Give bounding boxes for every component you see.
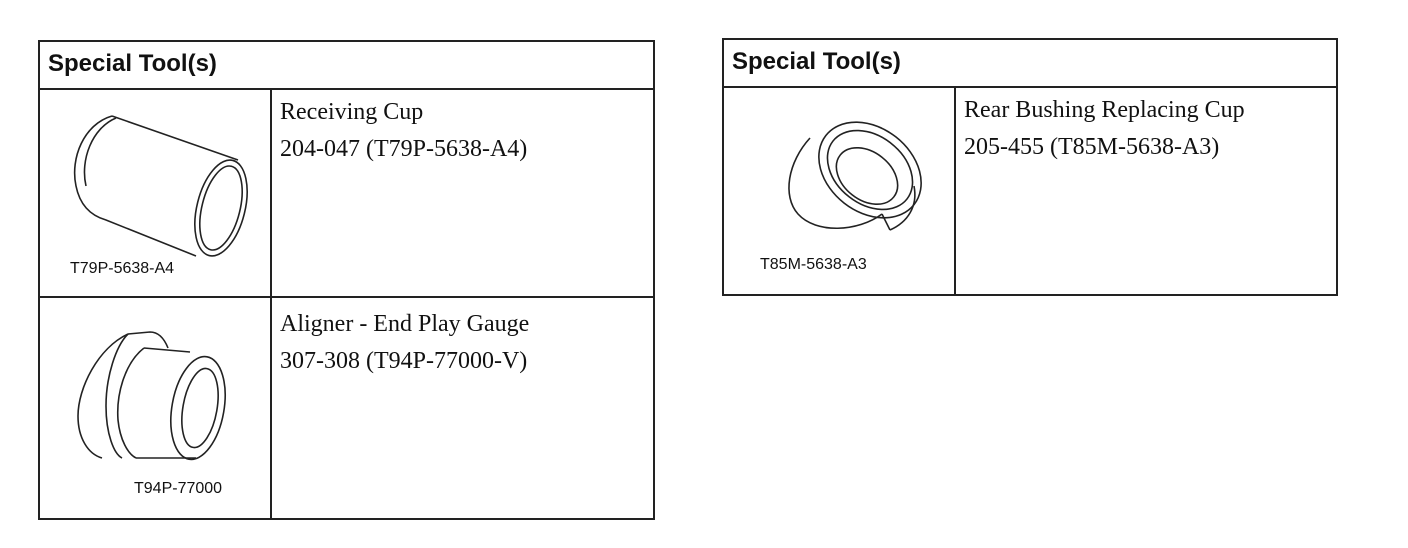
tool-name: Rear Bushing Replacing Cup bbox=[964, 97, 1245, 123]
special-tools-table-right: Special Tool(s) T85M-5638-A3 Rear Bushin… bbox=[722, 38, 1338, 296]
tool-description: Aligner - End Play Gauge 307-308 (T94P-7… bbox=[280, 306, 529, 380]
receiving-cup-icon bbox=[73, 115, 248, 257]
tool-description: Rear Bushing Replacing Cup 205-455 (T85M… bbox=[964, 92, 1245, 166]
tool-number: 205-455 (T85M-5638-A3) bbox=[964, 134, 1220, 160]
aligner-gauge-icon bbox=[77, 331, 226, 461]
tool-description: Receiving Cup 204-047 (T79P-5638-A4) bbox=[280, 94, 527, 168]
special-tools-table-left: Special Tool(s) T79P-5638-A4 Receiving C… bbox=[38, 40, 655, 520]
tool-name: Aligner - End Play Gauge bbox=[280, 311, 530, 337]
tool-image-cell: T79P-5638-A4 bbox=[40, 88, 272, 296]
table-row: T94P-77000 Aligner - End Play Gauge 307-… bbox=[40, 296, 653, 518]
tool-name: Receiving Cup bbox=[280, 99, 424, 125]
table-row: T79P-5638-A4 Receiving Cup 204-047 (T79P… bbox=[40, 88, 653, 296]
bushing-cup-icon bbox=[788, 121, 922, 231]
tool-number: 307-308 (T94P-77000-V) bbox=[280, 348, 528, 374]
tool-image-cell: T94P-77000 bbox=[40, 298, 272, 518]
table-header: Special Tool(s) bbox=[724, 40, 1336, 88]
table-header: Special Tool(s) bbox=[40, 42, 653, 90]
tool-caption: T79P-5638-A4 bbox=[70, 260, 175, 277]
tool-image-cell: T85M-5638-A3 bbox=[724, 86, 956, 294]
tool-number: 204-047 (T79P-5638-A4) bbox=[280, 136, 528, 162]
table-row: T85M-5638-A3 Rear Bushing Replacing Cup … bbox=[724, 86, 1336, 294]
tool-caption: T94P-77000 bbox=[134, 480, 223, 497]
tool-caption: T85M-5638-A3 bbox=[760, 256, 867, 273]
